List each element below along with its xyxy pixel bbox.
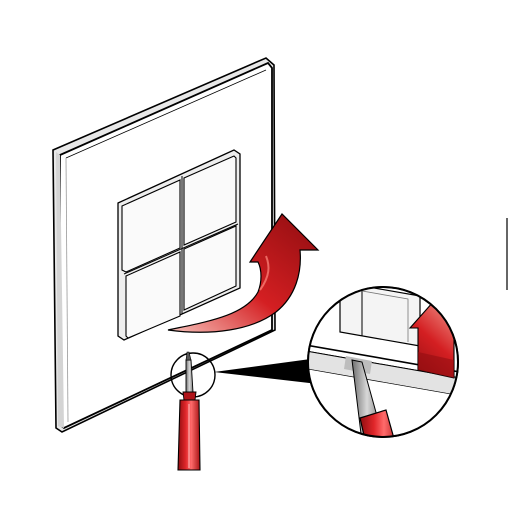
lift-arrow-small-shade [418,352,454,378]
rocker-gap-horizontal [123,223,239,275]
rocker-bottom-left [125,251,181,339]
plate-side-shade [56,152,64,428]
magnifier-callout-icon [307,286,459,438]
rocker-bottom-right [183,225,237,311]
callout-plate-edge-band [308,349,458,397]
screwdriver-tip [185,351,192,361]
lift-arrow-icon [167,213,320,333]
screwdriver-icon [177,351,201,471]
callout-circle-border [307,286,459,438]
lift-arrow-large [167,213,320,333]
plate-bevel-left [65,157,69,423]
rocker-top-right [183,155,237,246]
arrow-highlight [259,255,270,291]
callout-module-inner [344,287,409,342]
callout-pointer [214,358,318,384]
rocker-top-left [121,179,181,273]
callout-screwdriver-handle [359,409,401,437]
screwdriver-ferrule [182,391,197,401]
plate-bevel [65,69,267,159]
switch-rocker-icon [117,149,241,341]
